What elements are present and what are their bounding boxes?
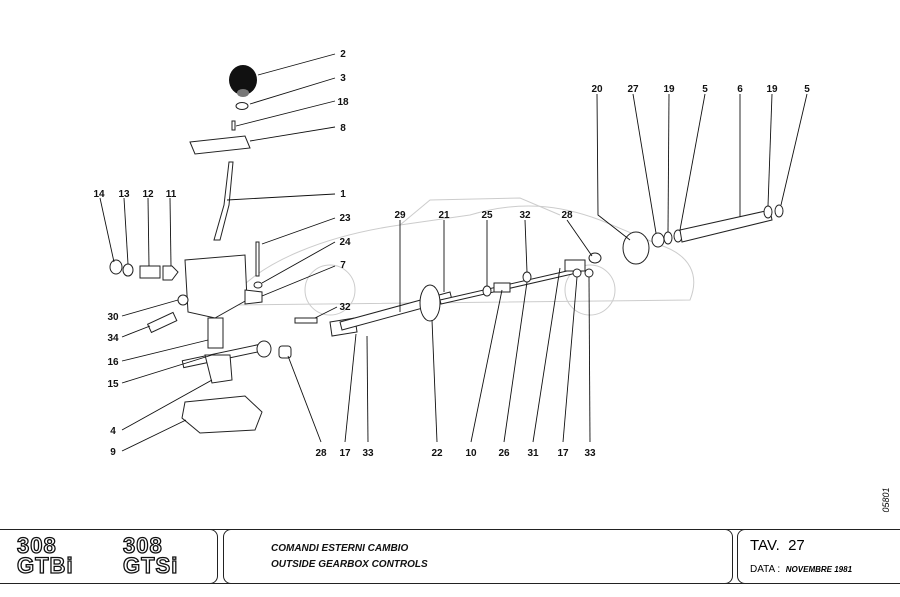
- callout: 15: [107, 379, 119, 390]
- bolt: [255, 241, 260, 277]
- callout: 5: [702, 84, 708, 95]
- bolt-32: [294, 317, 318, 324]
- washer-17: [572, 268, 582, 278]
- gear-knob: [229, 65, 257, 97]
- callout: 14: [93, 189, 105, 200]
- callout: 19: [663, 84, 675, 95]
- callout-labels: 2 3 18 8 1 23 24 7 32 14 13 12 11 30 34 …: [93, 49, 891, 513]
- nut-26: [522, 271, 532, 283]
- spring: [139, 265, 161, 279]
- lever-housing: [184, 254, 248, 319]
- reverse-light-switch: [146, 311, 178, 334]
- callout: 28: [315, 448, 327, 459]
- callout: 26: [498, 448, 510, 459]
- callout: 10: [465, 448, 477, 459]
- callout: 28: [561, 210, 573, 221]
- lower-housing: [181, 395, 263, 434]
- date: DATA : NOVEMBRE 1981: [750, 564, 853, 575]
- callout: 6: [737, 84, 743, 95]
- callout: 13: [118, 189, 130, 200]
- title-box: COMANDI ESTERNI CAMBIO OUTSIDE GEARBOX C…: [223, 529, 733, 584]
- callout: 12: [142, 189, 154, 200]
- callout: 33: [584, 448, 596, 459]
- car-silhouette-watermark: [229, 197, 695, 316]
- callout: 23: [339, 213, 351, 224]
- ring-19: [663, 231, 673, 245]
- housing-flange: [244, 289, 263, 305]
- callout: 27: [627, 84, 639, 95]
- callout: 3: [340, 73, 346, 84]
- callout: 11: [166, 189, 177, 200]
- gate-plate: [189, 135, 251, 155]
- callout: 32: [339, 302, 351, 313]
- nut: [482, 285, 492, 297]
- callout: 34: [107, 333, 119, 344]
- ring-19b: [763, 205, 773, 219]
- washer: [253, 281, 263, 289]
- dust-cover: [419, 284, 441, 322]
- leader-lines: [99, 53, 808, 452]
- knob-nut: [235, 102, 249, 110]
- callout: 25: [481, 210, 493, 221]
- table-info-box: TAV. 27 DATA : NOVEMBRE 1981: [737, 529, 900, 584]
- callout: 22: [431, 448, 443, 459]
- plunger: [162, 265, 179, 281]
- callout: 17: [339, 448, 351, 459]
- screw: [231, 120, 236, 131]
- boot-spring: [207, 317, 224, 349]
- nut-33: [584, 268, 594, 278]
- shaft: [679, 209, 773, 243]
- rod-end: [256, 340, 272, 358]
- seal-ring: [109, 259, 123, 275]
- bush: [278, 345, 292, 359]
- drawing-code: 05801: [881, 487, 891, 512]
- callout: 31: [527, 448, 539, 459]
- callout: 18: [337, 97, 349, 108]
- gear-lever: [213, 161, 234, 241]
- callout: 32: [519, 210, 531, 221]
- callout: 2: [340, 49, 346, 60]
- callout: 21: [438, 210, 450, 221]
- table-number: TAV. 27: [750, 537, 805, 554]
- title-english: OUTSIDE GEARBOX CONTROLS: [271, 559, 428, 570]
- callout: 29: [394, 210, 406, 221]
- callout: 20: [591, 84, 603, 95]
- callout: 7: [340, 260, 346, 271]
- ball-joint-boot: [622, 231, 650, 265]
- callout: 17: [557, 448, 569, 459]
- callout: 9: [110, 447, 116, 458]
- title-italian: COMANDI ESTERNI CAMBIO: [271, 543, 409, 554]
- o-ring: [122, 263, 134, 277]
- callout: 4: [110, 426, 116, 437]
- callout: 5: [804, 84, 810, 95]
- bushing: [177, 294, 189, 306]
- callout: 8: [340, 123, 346, 134]
- ring-5b: [774, 204, 784, 218]
- callout: 30: [107, 312, 119, 323]
- callout: 24: [339, 237, 351, 248]
- callout: 16: [107, 357, 119, 368]
- callout: 1: [340, 189, 346, 200]
- selector-fork: [204, 354, 233, 384]
- ring-27: [651, 232, 665, 248]
- callout: 33: [362, 448, 374, 459]
- callout: 19: [766, 84, 778, 95]
